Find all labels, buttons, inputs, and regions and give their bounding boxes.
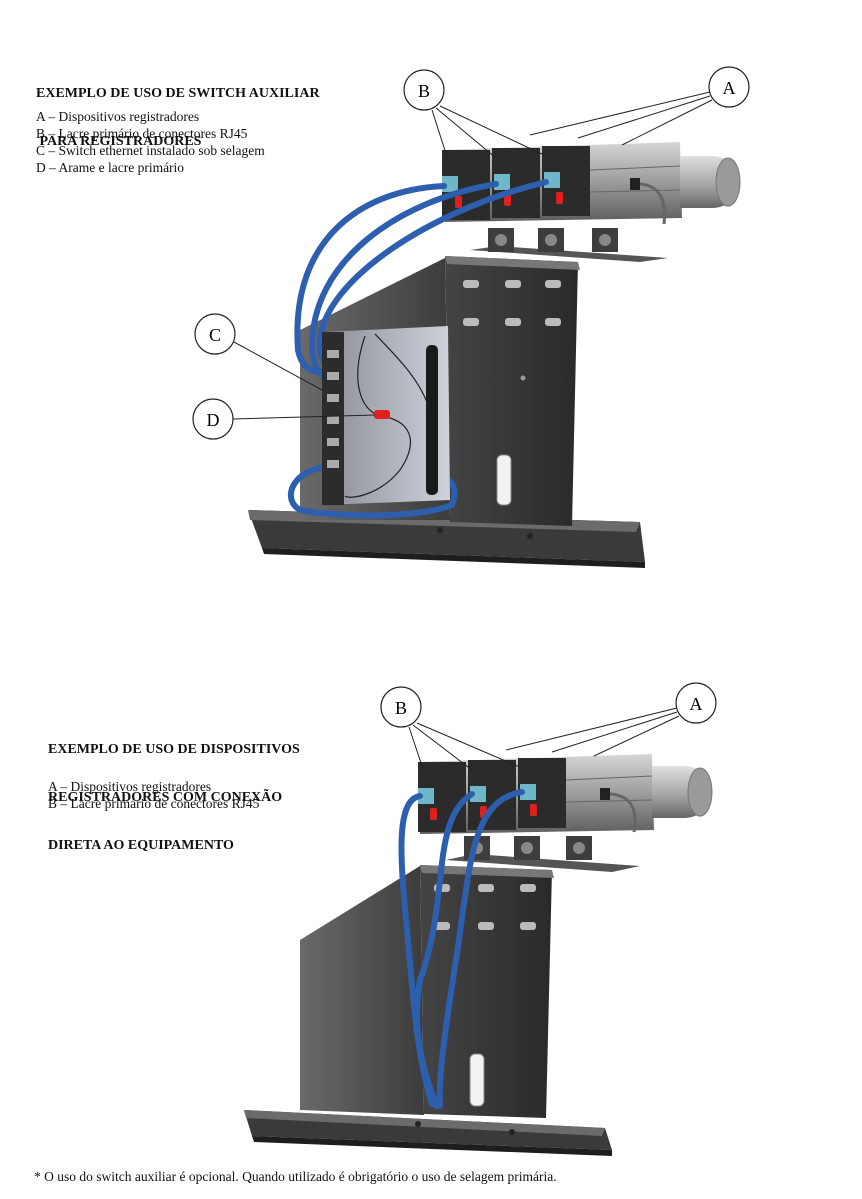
- diagram2-title: EXEMPLO DE USO DE DISPOSITIVOS REGISTRAD…: [48, 710, 300, 870]
- diagram1-title-line1: EXEMPLO DE USO DE SWITCH AUXILIAR: [36, 86, 320, 101]
- figure1-switch-diagram: B A C D: [192, 66, 750, 568]
- footnote: * O uso do switch auxiliar é opcional. Q…: [34, 1169, 557, 1184]
- rj45-connectors-2: [418, 784, 536, 804]
- legend-item-b: B – Lacre primário de conectores RJ45: [36, 126, 248, 141]
- mounting-plate-1: [445, 256, 580, 526]
- camera-brackets-1: [470, 228, 668, 262]
- callout-b-label: B: [418, 81, 430, 101]
- side-wall-2: [300, 866, 424, 1115]
- callout-d-label: D: [207, 410, 220, 430]
- legend-item-a: A – Dispositivos registradores: [36, 109, 200, 124]
- legend2-item-a: A – Dispositivos registradores: [48, 779, 212, 794]
- callout-a2-label: A: [690, 694, 703, 714]
- diagram2-title-line1: EXEMPLO DE USO DE DISPOSITIVOS: [48, 742, 300, 757]
- diagram2-title-line3: DIRETA AO EQUIPAMENTO: [48, 838, 234, 853]
- callout-b-1: B: [403, 69, 547, 161]
- callout-b2-label: B: [395, 698, 407, 718]
- recorder-devices-2: [418, 754, 713, 834]
- diagram2-title-line2: REGISTRADORES COM CONEXÃO: [48, 790, 283, 805]
- legend-item-c: C – Switch ethernet instalado sob selage…: [36, 143, 265, 158]
- callout-a-2: A: [505, 682, 717, 757]
- callout-d-1: D: [192, 398, 376, 440]
- callout-c-label: C: [209, 325, 221, 345]
- base-rail-2: [244, 1110, 612, 1156]
- callout-c-1: C: [194, 313, 323, 391]
- primary-seals-1: [455, 192, 563, 208]
- diagram2-legend: A – Dispositivos registradores B – Lacre…: [48, 778, 259, 812]
- ethernet-switch-1: [322, 326, 450, 505]
- callout-b-2: B: [380, 686, 523, 773]
- diagram1-title-line2: PARA REGISTRADORES: [36, 134, 202, 149]
- callout-a-label: A: [723, 78, 736, 98]
- legend2-item-b: B – Lacre primário de conectores RJ45: [48, 796, 260, 811]
- legend-item-d: D – Arame e lacre primário: [36, 160, 185, 175]
- ethernet-cables-2: [398, 789, 525, 1109]
- diagram1-title: EXEMPLO DE USO DE SWITCH AUXILIAR PARA R…: [36, 54, 320, 166]
- figure2-direct-diagram: B A: [244, 682, 717, 1156]
- callout-a-1: A: [529, 66, 750, 146]
- diagram1-legend: A – Dispositivos registradores B – Lacre…: [36, 108, 265, 176]
